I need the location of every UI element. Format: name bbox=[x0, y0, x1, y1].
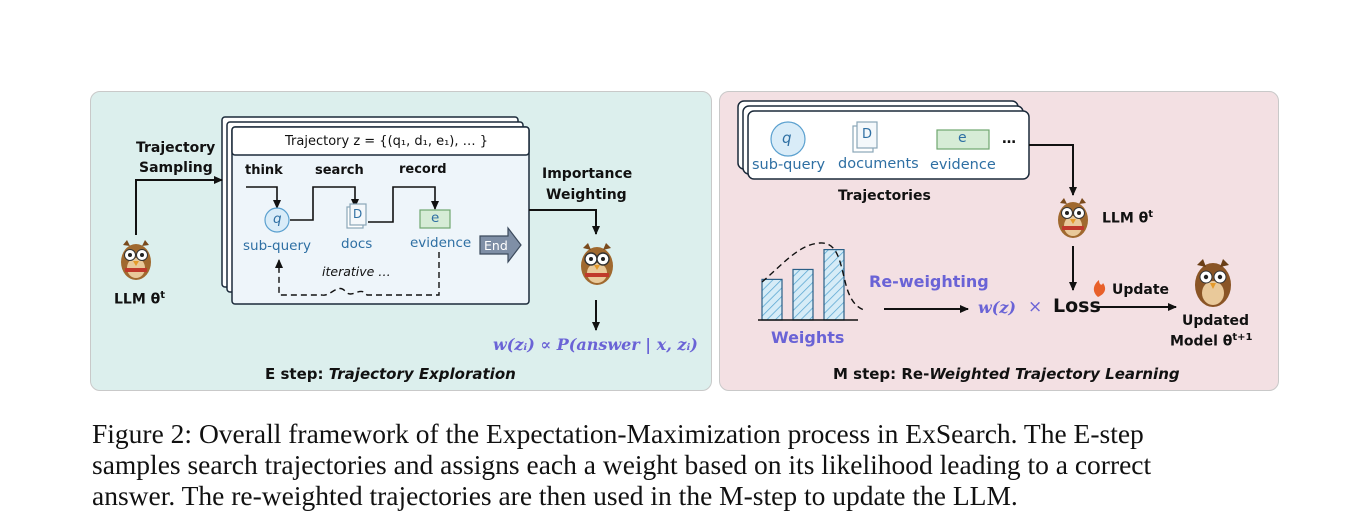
m-sub-query-label: sub-query bbox=[752, 157, 826, 173]
updated-model-line1: Updated bbox=[1182, 313, 1250, 329]
loss-label: Loss bbox=[1053, 295, 1101, 317]
llm-owl-icon bbox=[121, 240, 151, 280]
importance-line1: Importance bbox=[542, 166, 633, 182]
m-sub-query-circle bbox=[770, 121, 806, 157]
weights-curve bbox=[761, 242, 865, 311]
m-d-glyph: D bbox=[862, 127, 873, 142]
wz-label: w(z) bbox=[978, 298, 1016, 317]
q-glyph: q bbox=[273, 211, 282, 227]
iterative-loop bbox=[275, 252, 440, 296]
m-step-diagram bbox=[737, 100, 1231, 321]
d-glyph: D bbox=[353, 207, 363, 221]
importance-formula: w(zᵢ) ∝ P(answer | x, zᵢ) bbox=[493, 335, 698, 354]
m-documents-label: documents bbox=[838, 156, 919, 172]
trajectory-card-title: Trajectory z = {(q₁, d₁, e₁), … } bbox=[285, 134, 489, 149]
caption-line2: samples search trajectories and assigns … bbox=[92, 449, 1152, 480]
weights-bar-chart bbox=[761, 249, 845, 321]
m-evidence-box bbox=[936, 129, 990, 150]
e-glyph: e bbox=[431, 210, 440, 226]
caption-line3: answer. The re-weighted trajectories are… bbox=[92, 480, 1018, 511]
times-label: × bbox=[1028, 297, 1043, 317]
importance-arrow bbox=[529, 209, 600, 235]
caption-line1: Figure 2: Overall framework of the Expec… bbox=[92, 418, 1144, 449]
think-arrow bbox=[246, 186, 281, 209]
trajectories-label: Trajectories bbox=[838, 188, 931, 204]
iterative-label: iterative … bbox=[322, 264, 391, 279]
end-label: End bbox=[484, 238, 508, 253]
e-step-title: E step: Trajectory Exploration bbox=[265, 365, 516, 383]
weight-bar-1 bbox=[761, 278, 783, 321]
m-evidence-label: evidence bbox=[930, 157, 996, 173]
e-step-diagram bbox=[121, 116, 613, 331]
m-q-glyph: q bbox=[782, 129, 792, 147]
record-arrow bbox=[368, 186, 439, 223]
importance-line2: Weighting bbox=[546, 187, 627, 203]
sampling-arrow bbox=[135, 176, 223, 235]
record-label: record bbox=[399, 162, 447, 177]
trajectory-sampling-line1: Trajectory bbox=[136, 140, 216, 156]
weight-bar-2 bbox=[792, 268, 814, 321]
evidence-label: evidence bbox=[410, 235, 472, 251]
weights-label: Weights bbox=[771, 328, 845, 347]
m-llm-owl-icon bbox=[1058, 198, 1088, 238]
m-llm-label: LLM θt bbox=[1102, 209, 1154, 227]
docs-label: docs bbox=[341, 236, 373, 252]
search-label: search bbox=[315, 163, 364, 178]
think-label: think bbox=[245, 163, 283, 178]
m-step-title: M step: Re-Weighted Trajectory Learning bbox=[833, 365, 1180, 383]
update-label: Update bbox=[1112, 282, 1170, 298]
reweighting-label: Re-weighting bbox=[869, 272, 989, 291]
e-llm-label: LLM θt bbox=[114, 290, 166, 308]
m-e-glyph: e bbox=[958, 130, 967, 146]
updated-model-line2: Model θt+1 bbox=[1170, 332, 1253, 350]
search-arrow bbox=[290, 186, 359, 221]
sub-query-label: sub-query bbox=[243, 238, 312, 254]
evidence-box bbox=[419, 209, 451, 229]
m-ellipsis: … bbox=[1002, 131, 1016, 147]
sub-query-circle bbox=[264, 207, 290, 233]
updated-model-owl-icon bbox=[1195, 259, 1231, 307]
m-traj-arrow bbox=[1029, 144, 1077, 196]
weight-bar-3 bbox=[823, 249, 845, 321]
trajectory-sampling-line2: Sampling bbox=[139, 160, 213, 176]
flame-icon bbox=[1093, 280, 1106, 297]
weighting-owl-icon bbox=[581, 243, 613, 285]
end-arrow-shape bbox=[479, 226, 522, 264]
